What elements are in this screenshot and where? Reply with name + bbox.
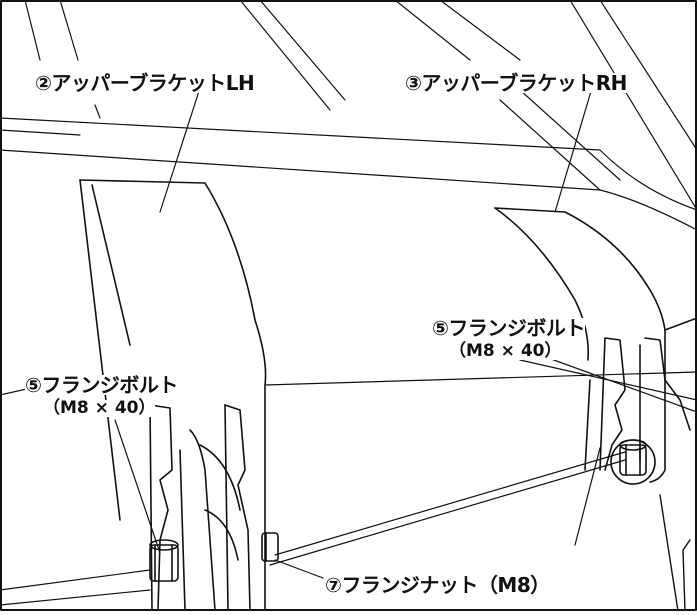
left-nut-shape (261, 532, 279, 562)
deck-top-lines (0, 0, 697, 231)
right-bolt-shape (610, 439, 656, 485)
leader-lines (114, 87, 697, 579)
label-flange-bolt-right-spec: （M8 × 40） (449, 341, 562, 361)
upper-bracket-rh-shape (494, 207, 697, 483)
upper-bracket-lh-shape (79, 179, 267, 611)
label-flange-bolt-right: ⑤フランジボルト (432, 316, 585, 340)
label-flange-nut: ⑦フランジナット（M8） (325, 573, 550, 597)
label-upper-bracket-lh: ②アッパーブラケットLH (35, 71, 255, 95)
left-hinge-plates (149, 404, 251, 611)
label-flange-bolt-left: ⑤フランジボルト (25, 373, 178, 397)
left-bolt-shape (149, 539, 179, 582)
label-flange-bolt-left-spec: （M8 × 40） (43, 398, 156, 418)
right-hinge-plates (584, 337, 691, 471)
label-upper-bracket-rh: ③アッパーブラケットRH (405, 71, 627, 95)
